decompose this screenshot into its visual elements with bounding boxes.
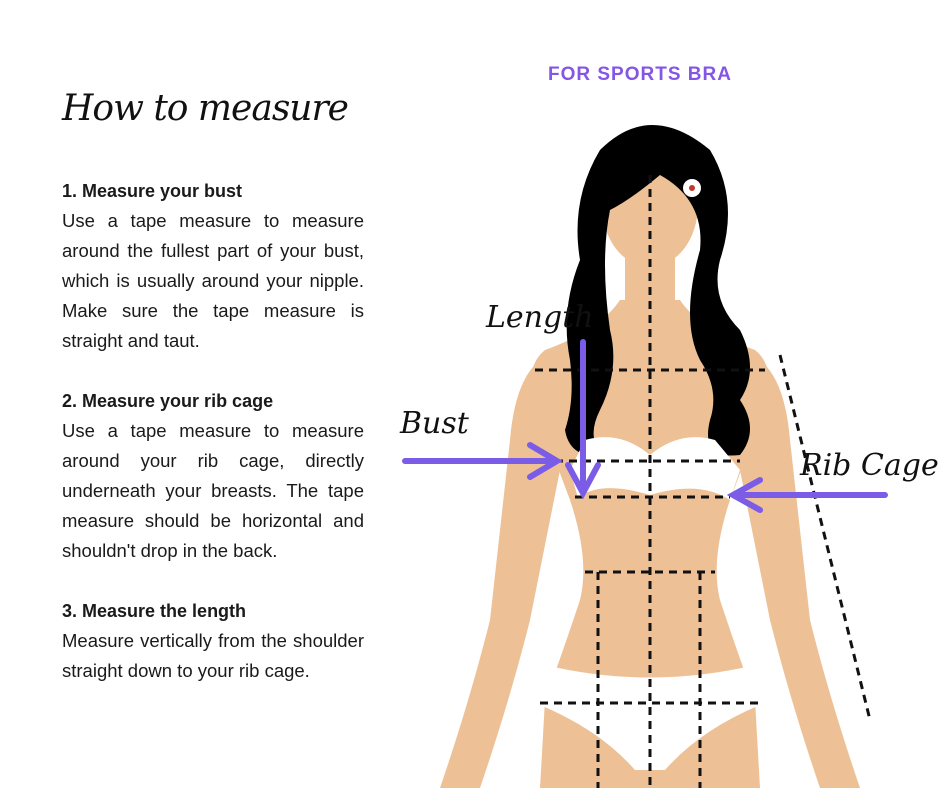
bust-arrow (402, 442, 563, 480)
instructions: 1. Measure your bust Use a tape measure … (62, 176, 364, 716)
step-rib-cage: 2. Measure your rib cage Use a tape meas… (62, 386, 364, 566)
length-label: Length (486, 300, 594, 335)
hair (565, 125, 750, 456)
step-text: Measure vertically from the shoulder str… (62, 630, 364, 681)
length-arrow (565, 339, 601, 500)
step-text: Use a tape measure to measure around the… (62, 210, 364, 351)
step-bust: 1. Measure your bust Use a tape measure … (62, 176, 364, 356)
rib-cage-label: Rib Cage (800, 448, 939, 483)
step-text: Use a tape measure to measure around you… (62, 420, 364, 561)
rib-cage-arrow (726, 477, 888, 513)
bust-label: Bust (400, 406, 469, 441)
measurement-lines (535, 175, 872, 788)
figure-title: FOR SPORTS BRA (548, 64, 732, 85)
page-heading: How to measure (62, 88, 349, 129)
flower-icon (683, 179, 701, 197)
step-title: 1. Measure your bust (62, 181, 243, 201)
step-length: 3. Measure the length Measure vertically… (62, 596, 364, 686)
step-title: 2. Measure your rib cage (62, 391, 274, 411)
step-title: 3. Measure the length (62, 601, 247, 621)
measurement-arrows (402, 339, 888, 513)
underwear (540, 437, 760, 770)
